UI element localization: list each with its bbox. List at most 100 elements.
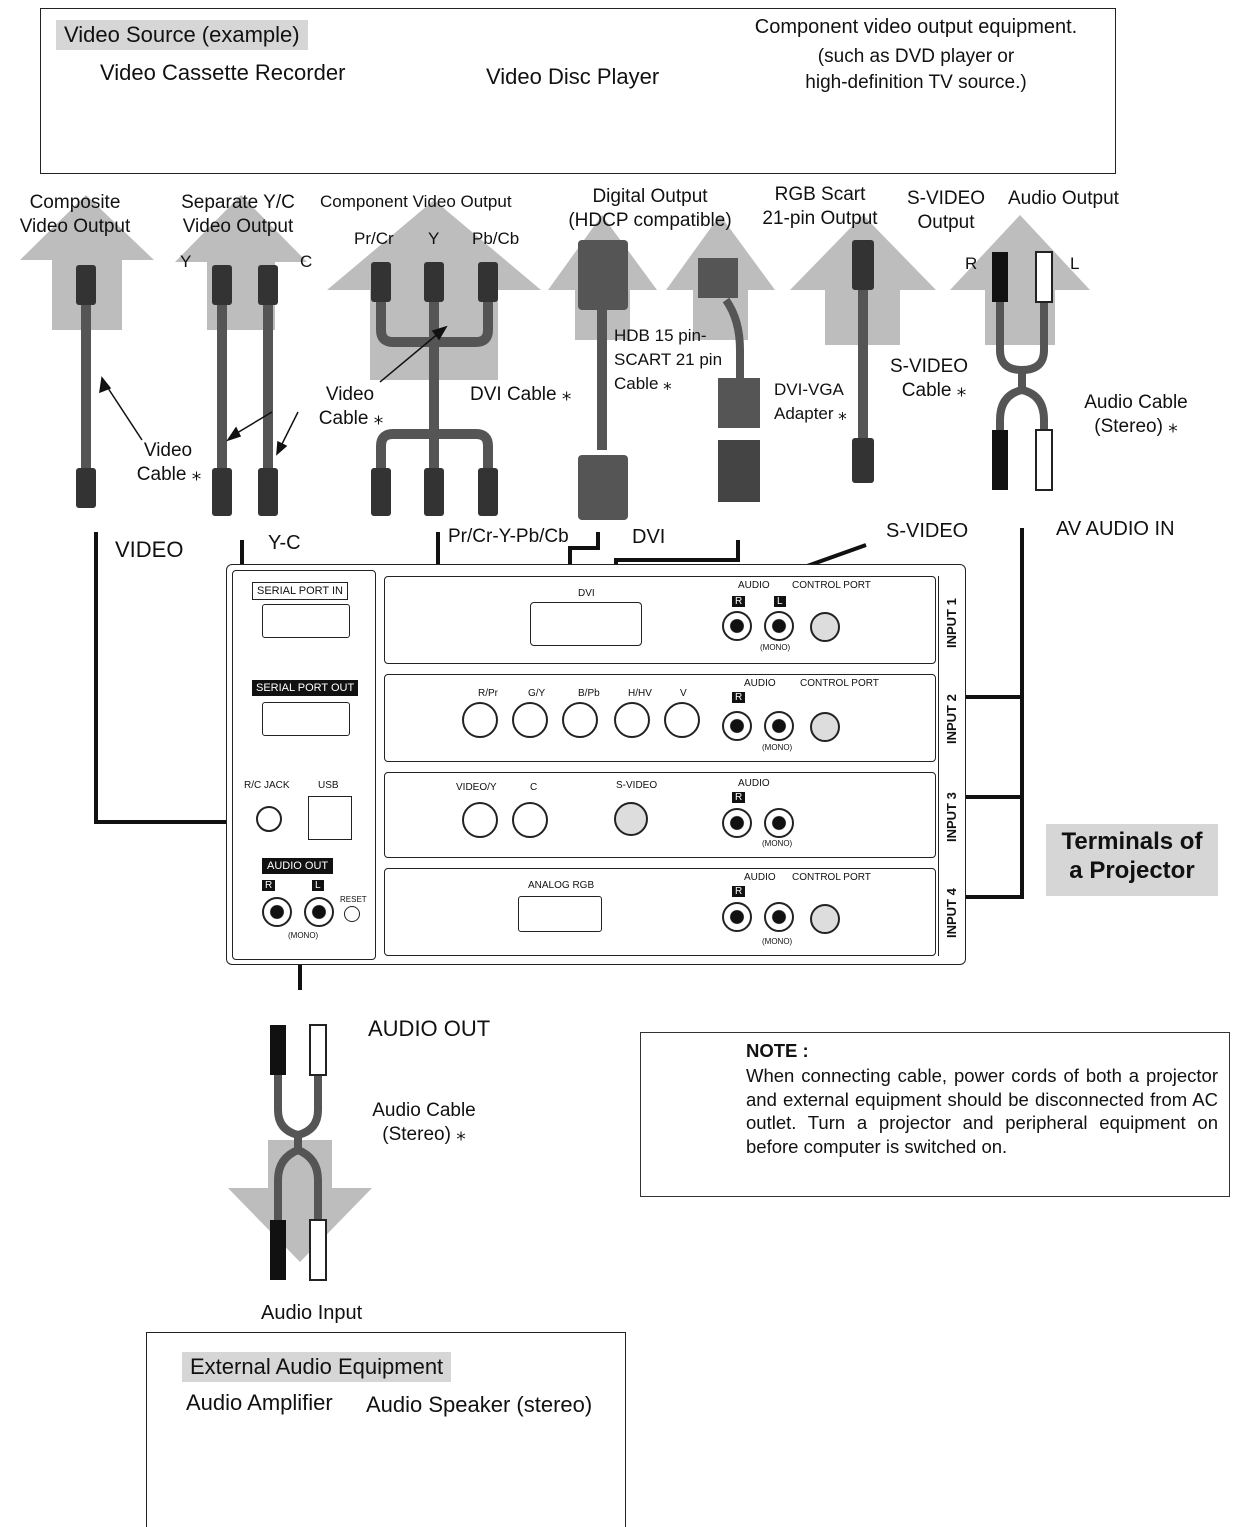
input2-audio-r-jack[interactable]	[722, 711, 752, 741]
input3-mono: (MONO)	[762, 839, 793, 848]
audio-cable-bottom-label-1: Audio Cable	[372, 1100, 476, 1121]
rpr-label: R/Pr	[478, 688, 498, 699]
dvi-vga-label-1: DVI-VGA	[774, 380, 844, 399]
input-label-strip	[938, 576, 965, 956]
terminals-badge: Terminals of a Projector	[1046, 824, 1218, 896]
video-cable-label-2: Cable ⁎	[136, 464, 202, 485]
input1-audio-l-jack[interactable]	[764, 611, 794, 641]
separate-label-2: Video Output	[182, 216, 294, 237]
c-bnc[interactable]	[512, 802, 548, 838]
video-cable-b-label-2: Cable ⁎	[318, 408, 384, 429]
input3-audio-r-jack[interactable]	[722, 808, 752, 838]
yc-input-label: Y-C	[268, 532, 301, 554]
audio-out-r-jack[interactable]	[262, 897, 292, 927]
input2-r: R	[732, 692, 746, 703]
input4-control-port-label: CONTROL PORT	[792, 872, 871, 883]
prcr-label: Pr/Cr	[354, 229, 394, 248]
input3-audio-l-jack[interactable]	[764, 808, 794, 838]
input1-audio-r-jack[interactable]	[722, 611, 752, 641]
rc-jack[interactable]	[256, 806, 282, 832]
hdb-label-2: SCART 21 pin	[614, 350, 723, 369]
usb-port[interactable]	[308, 796, 352, 840]
input1-control-port[interactable]	[810, 612, 840, 642]
svideo-port-label: S-VIDEO	[616, 780, 658, 791]
component-equipment-sub2: high-definition TV source.)	[805, 72, 1027, 93]
audio-l-label: L	[1070, 254, 1080, 273]
input2-control-port-label: CONTROL PORT	[800, 678, 879, 689]
video-source-label: Video Source (example)	[56, 20, 308, 50]
svideo-cable-label-1: S-VIDEO	[889, 356, 969, 377]
composite-label-2: Video Output	[19, 216, 131, 237]
pbcb-label: Pb/Cb	[472, 229, 520, 248]
v-label: V	[680, 688, 687, 699]
gy-label: G/Y	[528, 688, 546, 699]
input4-control-port[interactable]	[810, 904, 840, 934]
hhv-bnc[interactable]	[614, 702, 650, 738]
audio-cable-label-1: Audio Cable	[1084, 392, 1188, 413]
input4-audio-r-jack[interactable]	[722, 902, 752, 932]
audio-amplifier-label: Audio Amplifier	[186, 1390, 333, 1415]
serial-port-out[interactable]	[262, 702, 350, 736]
composite-arrow	[20, 195, 154, 330]
gy-bnc[interactable]	[512, 702, 548, 738]
component-input-label: Pr/Cr-Y-Pb/Cb	[448, 526, 569, 547]
dvi-port[interactable]	[530, 602, 642, 646]
input1-label: INPUT 1	[944, 598, 959, 648]
video-y-bnc[interactable]	[462, 802, 498, 838]
svideo-port[interactable]	[614, 802, 648, 836]
audio-out-l: L	[312, 880, 324, 891]
hdb-label-3: Cable ⁎	[614, 374, 672, 393]
serial-port-out-label: SERIAL PORT OUT	[252, 680, 359, 697]
dvi-cable-label: DVI Cable ⁎	[470, 384, 572, 405]
note-box	[640, 1032, 1230, 1197]
input2-audio-l-jack[interactable]	[764, 711, 794, 741]
input1-slot	[384, 576, 936, 664]
composite-label-1: Composite	[29, 192, 121, 213]
input4-audio-l-jack[interactable]	[764, 902, 794, 932]
dvi-input-label: DVI	[632, 526, 666, 548]
rpr-bnc[interactable]	[462, 702, 498, 738]
input2-audio-label: AUDIO	[744, 678, 776, 689]
bpb-label: B/Pb	[578, 688, 600, 699]
audio-r-label: R	[965, 254, 978, 273]
audio-input-label: Audio Input	[261, 1302, 363, 1324]
video-cable-b-label-1: Video	[325, 384, 375, 405]
serial-port-in-label: SERIAL PORT IN	[252, 582, 348, 601]
input3-r: R	[732, 792, 746, 803]
reset-button[interactable]	[344, 906, 360, 922]
reset-label: RESET	[340, 895, 367, 904]
input4-label: INPUT 4	[944, 888, 959, 938]
input4-slot	[384, 868, 936, 956]
note-title: NOTE :	[746, 1040, 809, 1061]
input1-control-port-label: CONTROL PORT	[792, 580, 871, 591]
video-y-label: VIDEO/Y	[456, 782, 497, 793]
rgb-scart-label-2: 21-pin Output	[762, 208, 878, 229]
input2-label: INPUT 2	[944, 694, 959, 744]
input4-r: R	[732, 886, 746, 897]
bpb-bnc[interactable]	[562, 702, 598, 738]
digital-output-label-2: (HDCP compatible)	[568, 210, 732, 231]
v-bnc[interactable]	[664, 702, 700, 738]
input4-mono: (MONO)	[762, 937, 793, 946]
connectors	[76, 240, 1053, 1281]
analog-rgb-label: ANALOG RGB	[528, 880, 595, 891]
input1-mono: (MONO)	[760, 643, 791, 652]
separate-label-1: Separate Y/C	[181, 192, 295, 213]
audio-speaker-label: Audio Speaker (stereo)	[366, 1392, 593, 1417]
rc-jack-label: R/C JACK	[244, 780, 290, 791]
svideo-cable-label-2: Cable ⁎	[901, 380, 967, 401]
disc-player-label: Video Disc Player	[486, 64, 660, 89]
serial-port-in[interactable]	[262, 604, 350, 638]
y-comp-label: Y	[428, 229, 440, 248]
av-audio-in-label: AV AUDIO IN	[1056, 518, 1175, 540]
audio-out-l-jack[interactable]	[304, 897, 334, 927]
audio-out-label: AUDIO OUT	[368, 1016, 491, 1041]
input1-l: L	[774, 596, 786, 607]
audio-output-label: Audio Output	[1008, 188, 1119, 209]
input2-control-port[interactable]	[810, 712, 840, 742]
video-input-label: VIDEO	[115, 537, 184, 562]
audio-out-mono: (MONO)	[288, 931, 319, 940]
c-port-label: C	[530, 782, 538, 793]
analog-rgb-port[interactable]	[518, 896, 602, 932]
dvi-port-label: DVI	[578, 588, 595, 599]
